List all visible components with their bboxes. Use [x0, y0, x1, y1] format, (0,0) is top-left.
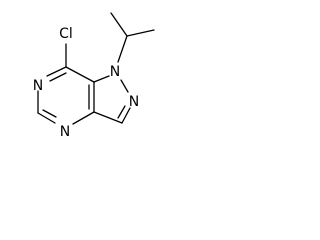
atom-label-chlorine: Cl — [59, 26, 73, 42]
bond-c5-n4-inner — [42, 109, 57, 118]
bond-ch-methyl-up — [110, 12, 128, 37]
atom-label-n1: N — [110, 64, 120, 80]
atom-label-n4: N — [60, 124, 70, 140]
bond-n1-n2 — [120, 79, 129, 93]
chemical-structure: Cl N N N N — [33, 12, 155, 140]
bond-ch-methyl-right — [126, 29, 155, 37]
bond-n1-ch — [117, 35, 128, 63]
bond-n2-c3 — [121, 107, 131, 124]
bond-c5-n4 — [37, 112, 56, 124]
atom-label-n6: N — [33, 78, 43, 94]
bond-c3-c3a — [93, 111, 123, 124]
bond-c7-n6 — [46, 66, 67, 77]
atom-label-n2: N — [129, 94, 139, 110]
bond-n4-c3a — [72, 111, 95, 125]
bond-c7-n6-inner — [49, 72, 67, 82]
bond-c7-c7a — [65, 66, 95, 83]
bond-c7a-n1 — [93, 75, 110, 83]
bond-n2-c3-inner — [117, 105, 126, 119]
